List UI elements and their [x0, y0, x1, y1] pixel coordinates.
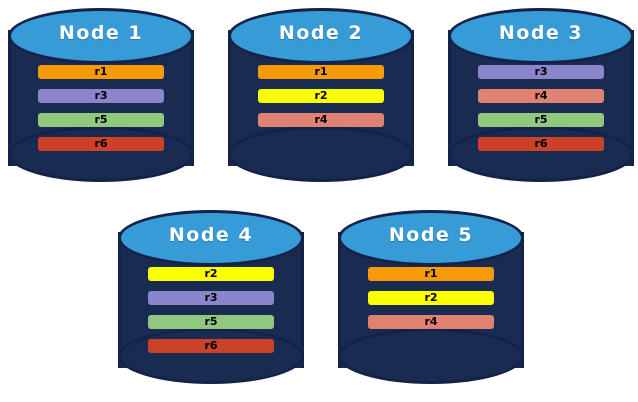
- replica-bar[interactable]: r2: [258, 89, 384, 103]
- cylinder-bottom-ellipse: [228, 126, 414, 182]
- replica-bar[interactable]: r3: [148, 291, 274, 305]
- node-title: Node 5: [388, 224, 474, 246]
- database-node-1[interactable]: Node 1 r1 r3 r5 r6: [8, 8, 194, 190]
- cylinder-top-ellipse: [338, 210, 524, 266]
- replica-bar[interactable]: r5: [148, 315, 274, 329]
- database-node-4[interactable]: Node 4 r2 r3 r5 r6: [118, 210, 304, 392]
- replica-list: r1 r3 r5 r6: [38, 65, 164, 161]
- replica-bar[interactable]: r6: [148, 339, 274, 353]
- node-title: Node 1: [58, 22, 144, 44]
- replica-bar[interactable]: r3: [478, 65, 604, 79]
- cylinder-top-ellipse: [448, 8, 634, 64]
- replica-bar[interactable]: r4: [368, 315, 494, 329]
- replica-bar[interactable]: r2: [148, 267, 274, 281]
- replica-bar[interactable]: r4: [478, 89, 604, 103]
- cylinder-bottom-ellipse: [338, 328, 524, 384]
- replica-bar[interactable]: r6: [478, 137, 604, 151]
- cylinder-top-ellipse: [8, 8, 194, 64]
- replica-list: r2 r3 r5 r6: [148, 267, 274, 363]
- replica-bar[interactable]: r1: [368, 267, 494, 281]
- database-node-5[interactable]: Node 5 r1 r2 r4: [338, 210, 524, 392]
- cylinder-top-ellipse: [118, 210, 304, 266]
- replica-bar[interactable]: r2: [368, 291, 494, 305]
- replica-list: r1 r2 r4: [258, 65, 384, 137]
- replica-bar[interactable]: r1: [38, 65, 164, 79]
- replica-list: r3 r4 r5 r6: [478, 65, 604, 161]
- cylinder-top-ellipse: [228, 8, 414, 64]
- node-title: Node 3: [498, 22, 584, 44]
- replica-bar[interactable]: r6: [38, 137, 164, 151]
- node-title: Node 2: [278, 22, 364, 44]
- replica-bar[interactable]: r5: [478, 113, 604, 127]
- replica-bar[interactable]: r5: [38, 113, 164, 127]
- cylinder-bottom-ellipse: [118, 328, 304, 384]
- replica-bar[interactable]: r3: [38, 89, 164, 103]
- database-node-2[interactable]: Node 2 r1 r2 r4: [228, 8, 414, 190]
- database-node-3[interactable]: Node 3 r3 r4 r5 r6: [448, 8, 634, 190]
- node-title: Node 4: [168, 224, 254, 246]
- cylinder-bottom-ellipse: [8, 126, 194, 182]
- cylinder-bottom-ellipse: [448, 126, 634, 182]
- replica-list: r1 r2 r4: [368, 267, 494, 339]
- replica-bar[interactable]: r1: [258, 65, 384, 79]
- replica-bar[interactable]: r4: [258, 113, 384, 127]
